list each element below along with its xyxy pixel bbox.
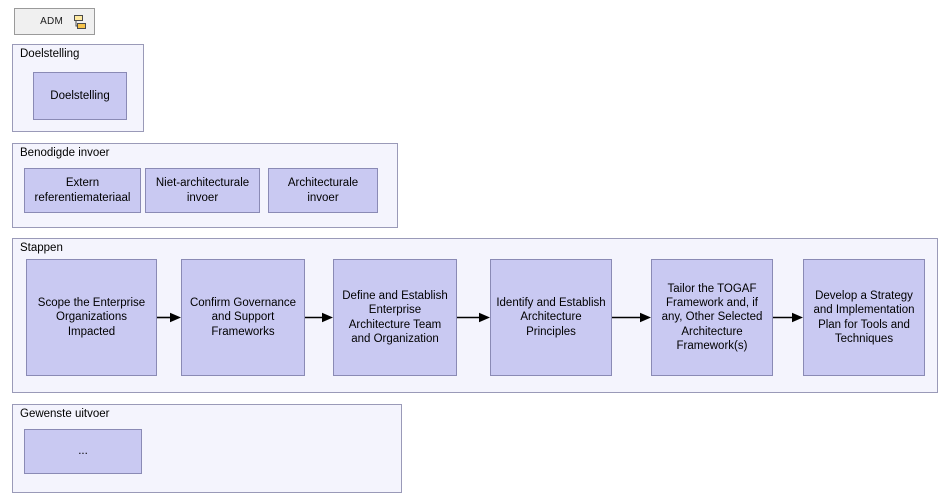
group-gewenste-uitvoer[interactable]: Gewenste uitvoer ... [12, 404, 402, 493]
node-step-5[interactable]: Tailor the TOGAF Framework and, if any, … [651, 259, 773, 376]
group-stappen[interactable]: Stappen Scope the Enterprise Organizatio… [12, 238, 938, 393]
node-extern-referentiemateriaal[interactable]: Extern referentiemateriaal [24, 168, 141, 213]
connector-step-2-to-3 [305, 312, 333, 323]
tab-adm[interactable]: ADM [14, 8, 95, 35]
connector-step-5-to-6 [773, 312, 803, 323]
hierarchy-diagram-icon [71, 14, 87, 30]
connector-step-1-to-2 [157, 312, 181, 323]
node-step-6[interactable]: Develop a Strategy and Implementation Pl… [803, 259, 925, 376]
group-benodigde-invoer-title: Benodigde invoer [20, 147, 110, 159]
group-doelstelling[interactable]: Doelstelling Doelstelling [12, 44, 144, 132]
node-step-4[interactable]: Identify and Establish Architecture Prin… [490, 259, 612, 376]
node-architecturale-invoer[interactable]: Architecturale invoer [268, 168, 378, 213]
group-benodigde-invoer[interactable]: Benodigde invoer Extern referentiemateri… [12, 143, 398, 228]
tab-adm-label: ADM [40, 16, 63, 27]
connector-step-3-to-4 [457, 312, 490, 323]
group-gewenste-uitvoer-title: Gewenste uitvoer [20, 408, 110, 420]
node-step-1[interactable]: Scope the Enterprise Organizations Impac… [26, 259, 157, 376]
node-step-3[interactable]: Define and Establish Enterprise Architec… [333, 259, 457, 376]
node-niet-architecturale-invoer[interactable]: Niet-architecturale invoer [145, 168, 260, 213]
group-doelstelling-title: Doelstelling [20, 48, 80, 60]
group-stappen-title: Stappen [20, 242, 63, 254]
node-step-2[interactable]: Confirm Governance and Support Framework… [181, 259, 305, 376]
node-uitvoer-placeholder[interactable]: ... [24, 429, 142, 474]
connector-step-4-to-5 [612, 312, 651, 323]
node-doelstelling[interactable]: Doelstelling [33, 72, 127, 120]
